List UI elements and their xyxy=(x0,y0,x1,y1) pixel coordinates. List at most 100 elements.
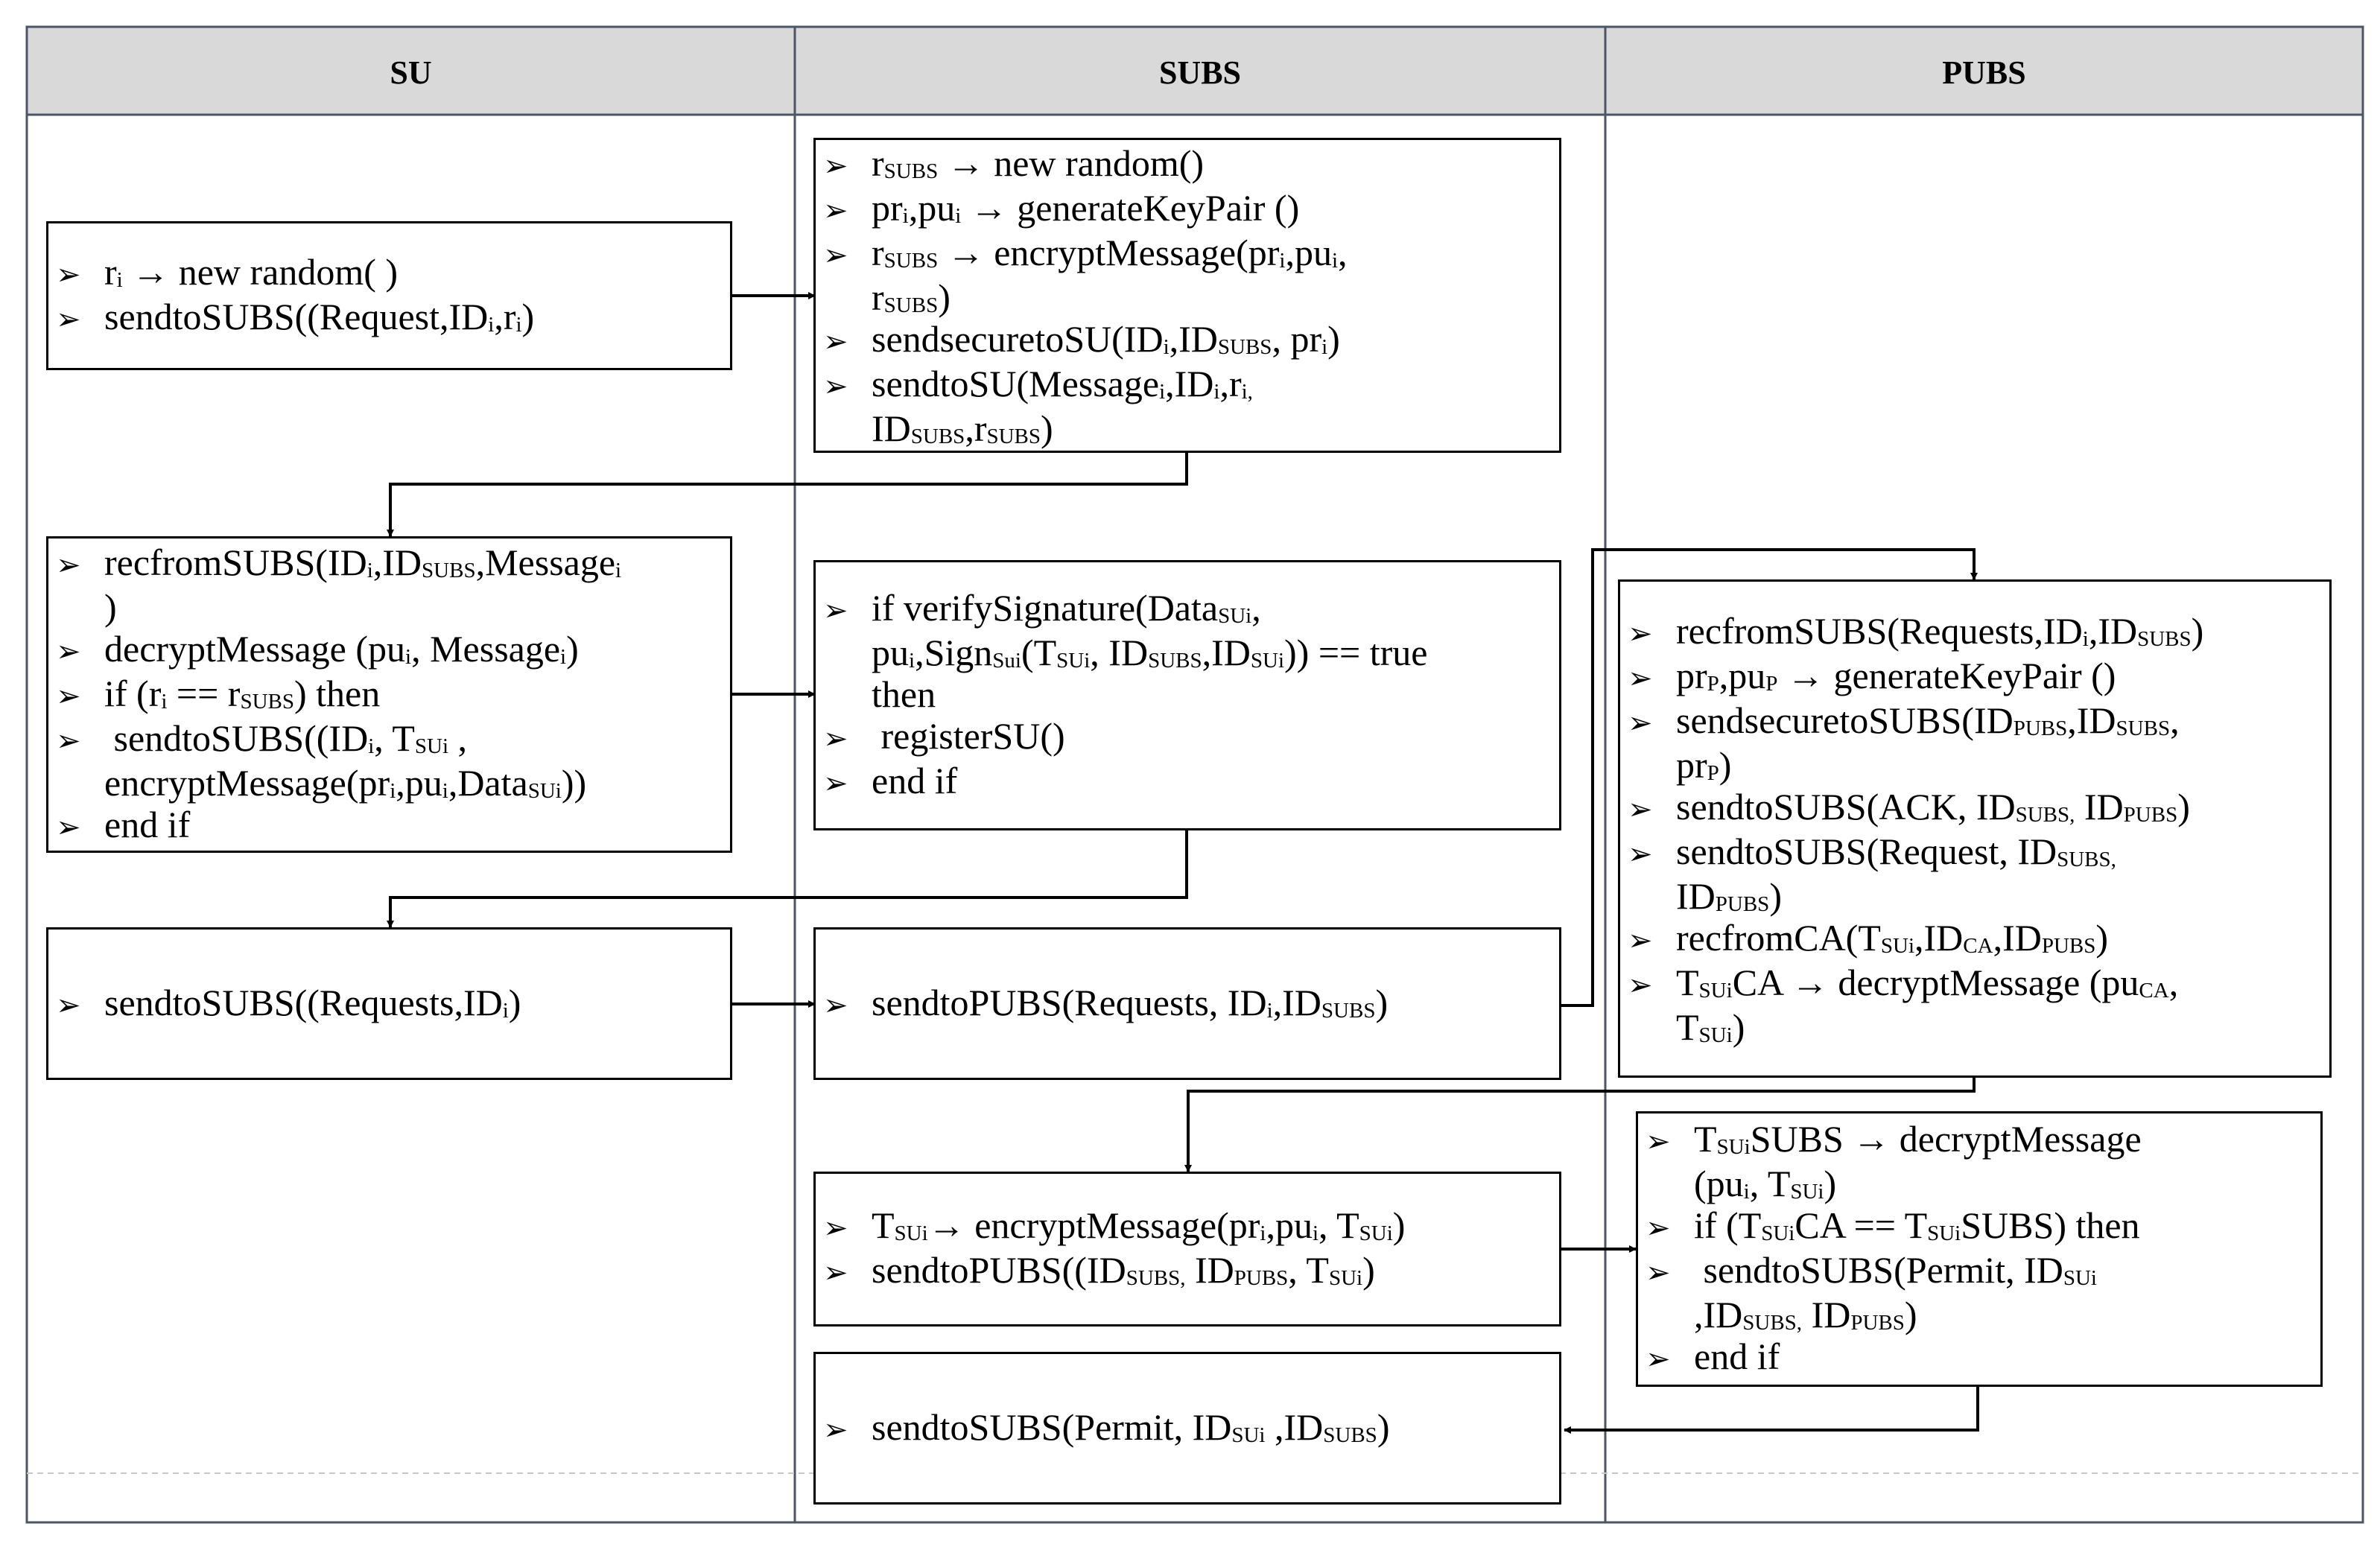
step-line: ➢ registerSU() xyxy=(823,715,1549,760)
step-text: ,ID xyxy=(1993,916,2042,959)
subscript: i xyxy=(615,558,622,582)
step-text: , T xyxy=(1288,1249,1329,1291)
step-text: sendtoSU(Message xyxy=(872,362,1160,404)
step-line: ➢rSUBS → encryptMessage(pri,pui, xyxy=(823,232,1549,276)
step-text: ,pu xyxy=(396,761,442,804)
step-text: , T xyxy=(1318,1204,1359,1246)
step-text: pr xyxy=(872,186,903,229)
arrow-bullet-icon: ➢ xyxy=(56,988,81,1022)
step-text: end if xyxy=(1694,1335,1780,1377)
subscript: SUBS, xyxy=(2057,847,2116,871)
step-line: ➢prP,puP → generateKeyPair () xyxy=(1628,655,2319,699)
step-text: ID xyxy=(1185,1249,1234,1291)
subscript: i xyxy=(368,734,375,758)
step-text: T xyxy=(1676,961,1699,1003)
step-text: ,ID xyxy=(1202,631,1251,673)
subscript: SUBS xyxy=(240,689,294,714)
arrow-bullet-icon: ➢ xyxy=(823,988,848,1022)
step-line: ➢sendtoPUBS(Requests, IDi,IDSUBS) xyxy=(823,982,1549,1026)
step-line: ➢if (TSUiCA == TSUiSUBS) then xyxy=(1646,1204,2310,1249)
arrow-bullet-icon: ➢ xyxy=(1628,705,1653,740)
subscript: i xyxy=(161,689,168,714)
arrow-subs2-to-su3 xyxy=(387,830,1188,928)
step-text: T xyxy=(1694,1118,1717,1160)
step-line: ➢sendtoSUBS(Permit, IDSUi ,IDSUBS) xyxy=(823,1406,1549,1451)
step-text: ) xyxy=(508,981,521,1023)
step-line: ➢end if xyxy=(823,760,1549,804)
subscript: CA xyxy=(2139,978,2169,1003)
arrow-bullet-icon: ➢ xyxy=(823,324,848,358)
subscript: Sui xyxy=(992,648,1021,673)
step-text: sendtoSUBS(Request, ID xyxy=(1676,830,2057,872)
step-text: (T xyxy=(1021,631,1057,673)
subscript: i xyxy=(116,268,123,292)
subscript: i xyxy=(366,558,373,582)
step-text: then xyxy=(872,673,936,715)
arrow-bullet-icon: ➢ xyxy=(56,810,81,844)
subscript: SUBS xyxy=(986,424,1041,448)
subs-encrypt-box: ➢TSUi→ encryptMessage(pri,pui, TSUi)➢ sen… xyxy=(813,1172,1561,1326)
step-text: , xyxy=(2170,699,2180,741)
step-line: ) xyxy=(56,586,720,628)
step-line: IDSUBS,rSUBS) xyxy=(823,407,1549,449)
step-text: ) xyxy=(938,276,951,318)
step-text: end if xyxy=(872,759,958,801)
subscript: P xyxy=(1707,760,1719,785)
arrow-pubs2-to-subs5 xyxy=(1564,1387,1979,1434)
step-line: ➢recfromSUBS(IDi,IDSUBS,Messagei xyxy=(56,541,720,586)
step-text: ID xyxy=(1802,1294,1851,1335)
arrow-bullet-icon: ➢ xyxy=(823,1211,848,1245)
pubs-permit-box: ➢TSUiSUBS → decryptMessage(pui, TSUi)➢if… xyxy=(1636,1111,2323,1387)
arrow-bullet-icon: ➢ xyxy=(823,593,848,627)
step-text: sendtoPUBS((ID xyxy=(872,1249,1126,1291)
step-text: → encryptMessage(pr xyxy=(938,231,1280,273)
step-text: sendtoSUBS(Permit, ID xyxy=(1694,1249,2063,1291)
step-text: sendsecuretoSU(ID xyxy=(872,317,1164,360)
step-text: ,pu xyxy=(908,186,956,229)
step-text: ) xyxy=(1719,743,1732,786)
step-line: ➢TSUi→ encryptMessage(pri,pui, TSUi) xyxy=(823,1204,1549,1249)
arrow-bullet-icon: ➢ xyxy=(1646,1256,1671,1289)
step-line: ➢end if xyxy=(1646,1335,2310,1380)
arrow-bullet-icon: ➢ xyxy=(1628,792,1653,826)
step-text: ,ID xyxy=(2088,609,2138,652)
subscript: i xyxy=(1279,248,1286,273)
subscript: SUBS xyxy=(883,248,939,273)
arrow-bullet-icon: ➢ xyxy=(823,369,848,403)
pubs-process-box: ➢recfromSUBS(Requests,IDi,IDSUBS)➢prP,pu… xyxy=(1618,579,2332,1078)
step-text: , Message xyxy=(411,627,561,670)
step-line: ➢TSUiCA → decryptMessage (puCA, xyxy=(1628,962,2319,1006)
step-line: pui,SignSui(TSUi, IDSUBS,IDSUi)) == true xyxy=(823,632,1549,673)
step-text: ) xyxy=(1327,317,1340,360)
step-text: ,r xyxy=(1219,362,1242,404)
subscript: SUBS, xyxy=(1742,1311,1803,1335)
subscript: SUBS xyxy=(883,159,939,183)
step-text: sendtoSUBS(Permit, ID xyxy=(872,1405,1232,1448)
step-text: )) == true xyxy=(1284,631,1428,673)
step-text: ,ID xyxy=(1169,317,1218,360)
step-text: ) xyxy=(2191,609,2204,652)
subscript: PUBS xyxy=(2041,933,2096,958)
step-text: ) then xyxy=(294,672,381,714)
subscript: SUi xyxy=(1698,1023,1733,1047)
step-text: ) xyxy=(1041,407,1053,449)
step-line: ➢sendsecuretoSUBS(IDPUBS,IDSUBS, xyxy=(1628,699,2319,744)
subscript: i xyxy=(442,778,448,803)
step-text: ) xyxy=(1732,1005,1745,1048)
step-text: encryptMessage(pr xyxy=(104,761,390,804)
subscript: PUBS xyxy=(1234,1266,1289,1290)
arrow-bullet-icon: ➢ xyxy=(56,679,81,713)
step-text: ,r xyxy=(494,296,516,337)
subscript: i xyxy=(1163,334,1170,359)
subscript: SUi xyxy=(414,734,449,758)
step-text: end if xyxy=(104,803,191,845)
subscript: PUBS xyxy=(1715,892,1770,916)
step-text: ) xyxy=(1375,981,1389,1023)
subscript: SUi xyxy=(1790,1180,1824,1204)
step-text: (pu xyxy=(1694,1163,1744,1204)
step-line: encryptMessage(pri,pui,DataSUi)) xyxy=(56,762,720,804)
step-text: CA → decryptMessage (pu xyxy=(1732,961,2139,1003)
step-line: ➢rSUBS → new random() xyxy=(823,142,1549,187)
subscript: i xyxy=(1312,1221,1318,1245)
